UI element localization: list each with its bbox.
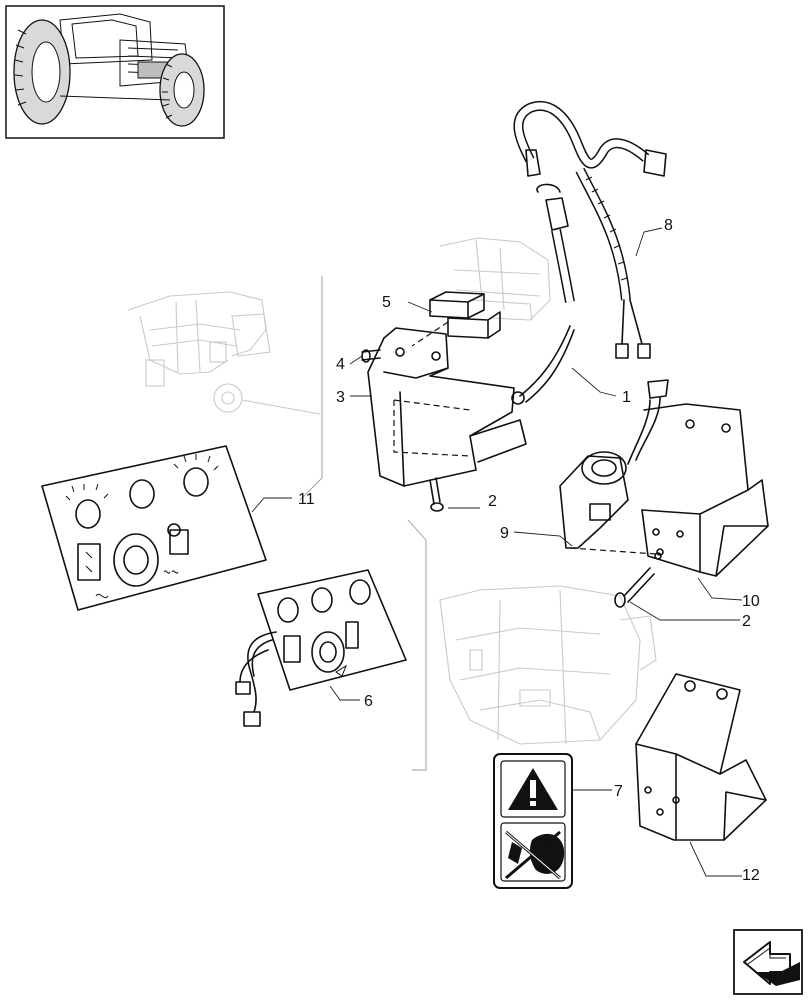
callout-1: 1: [622, 389, 631, 406]
ghost-tractor-rear-view: [127, 291, 321, 415]
safety-decal-part-7: [493, 753, 573, 889]
control-panel-part-11: [41, 445, 267, 611]
callout-6: 6: [364, 693, 373, 710]
callout-4: 4: [336, 356, 345, 373]
next-page-button[interactable]: [733, 929, 803, 995]
callout-3: 3: [336, 389, 345, 406]
tractor-thumbnail: [5, 5, 225, 139]
control-panel-part-6: [235, 569, 407, 727]
callout-10: 10: [742, 593, 760, 610]
ghost-cab-interior: [439, 585, 657, 745]
spacer-blocks: [411, 291, 501, 347]
bracket-part-12: [635, 673, 767, 841]
callout-8: 8: [664, 217, 673, 234]
mounting-bracket: [367, 325, 575, 487]
callout-11: 11: [298, 491, 315, 508]
bolt-part-2-lower: [614, 552, 662, 608]
no-hearing-protection-icon: [505, 830, 565, 880]
leader-lines: [251, 227, 743, 877]
callout-labels: 1 2 2 3 4 5 6 7 8 9 10 11 12: [298, 217, 760, 884]
ghost-cab-mount: [439, 237, 551, 321]
bolt-part-2-upper: [429, 477, 444, 512]
warning-triangle-icon: [508, 768, 558, 810]
alarm-bracket-part-10: [641, 403, 769, 577]
callout-2-upper: 2: [488, 493, 497, 510]
callout-9: 9: [500, 525, 509, 542]
callout-2-lower: 2: [742, 613, 751, 630]
callout-7: 7: [614, 783, 623, 800]
next-page-arrow-icon: [743, 941, 800, 986]
callout-5: 5: [382, 294, 391, 311]
callout-12: 12: [742, 867, 760, 884]
wiring-harness: [513, 101, 667, 359]
alarm-buzzer-part-9: [559, 379, 669, 555]
